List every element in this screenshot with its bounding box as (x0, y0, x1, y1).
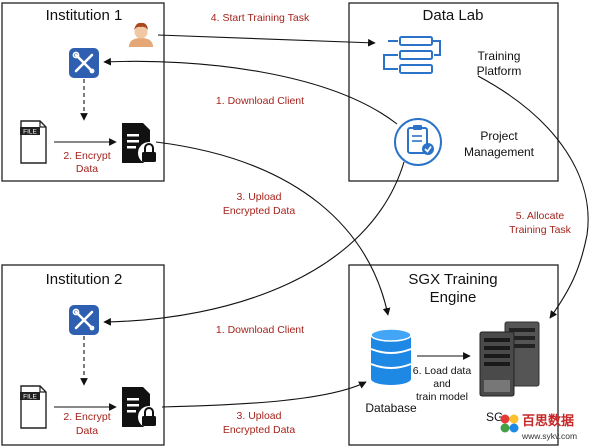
file-icon-text: FILE (23, 129, 37, 136)
server-rack-icon[interactable] (479, 321, 540, 397)
data-lab-title: Data Lab (423, 7, 484, 24)
step-upload-2-line1: 3. Upload (237, 410, 282, 422)
arrow-allocate-task (477, 75, 589, 319)
watermark-url: www.sykv.com (521, 431, 577, 441)
step-download-client-2: 1. Download Client (216, 324, 304, 336)
user-icon[interactable] (129, 22, 153, 47)
institution-1-title: Institution 1 (46, 7, 123, 24)
data-lab-box (348, 2, 559, 182)
arrow-start-training (157, 34, 376, 47)
step-allocate-line2: Training Task (509, 224, 572, 236)
training-platform-label-line1: Training (478, 49, 521, 63)
sgx-title-line2: Engine (430, 289, 477, 306)
step-load-train-line2: and (433, 378, 451, 390)
training-platform-icon[interactable] (383, 36, 441, 74)
step-encrypt-1-line2: Data (76, 163, 98, 175)
project-management-icon[interactable] (394, 118, 442, 166)
database-icon[interactable] (370, 328, 412, 385)
encrypted-file-icon (122, 387, 160, 428)
arrow-download-client-2 (103, 161, 405, 326)
file-icon: FILE (20, 120, 47, 164)
step-start-training: 4. Start Training Task (211, 12, 310, 24)
step-load-train-line3: train model (416, 391, 468, 403)
sgx-title-line1: SGX Training (408, 271, 497, 288)
step-load-train-line1: 6. Load data (413, 365, 472, 377)
step-encrypt-2-line2: Data (76, 425, 98, 437)
step-upload-2-line2: Encrypted Data (223, 424, 296, 436)
step-download-client-1: 1. Download Client (216, 95, 304, 107)
client-tools-icon[interactable] (69, 48, 99, 78)
step-encrypt-1-line1: 2. Encrypt (63, 150, 110, 162)
encrypted-file-icon (122, 123, 160, 164)
step-upload-1-line1: 3. Upload (237, 191, 282, 203)
file-icon-text: FILE (23, 394, 37, 401)
project-management-label-line1: Project (480, 129, 518, 143)
servers-label: SG (486, 410, 503, 424)
arrow-upload-encrypted-2 (161, 381, 367, 408)
project-management-label-line2: Management (464, 145, 535, 159)
arrow-download-client-1 (103, 57, 398, 125)
database-label: Database (365, 401, 417, 415)
institution-2-title: Institution 2 (46, 271, 123, 288)
step-encrypt-2-line1: 2. Encrypt (63, 411, 110, 423)
file-icon: FILE (20, 385, 47, 429)
step-allocate-line1: 5. Allocate (516, 210, 565, 222)
watermark-logo: 百思数据 www.sykv.com (500, 413, 577, 441)
step-upload-1-line2: Encrypted Data (223, 205, 296, 217)
client-tools-icon[interactable] (69, 305, 99, 335)
arrow-upload-encrypted-1 (155, 141, 391, 316)
watermark-text: 百思数据 (522, 413, 574, 428)
training-platform-label-line2: Platform (477, 64, 522, 78)
